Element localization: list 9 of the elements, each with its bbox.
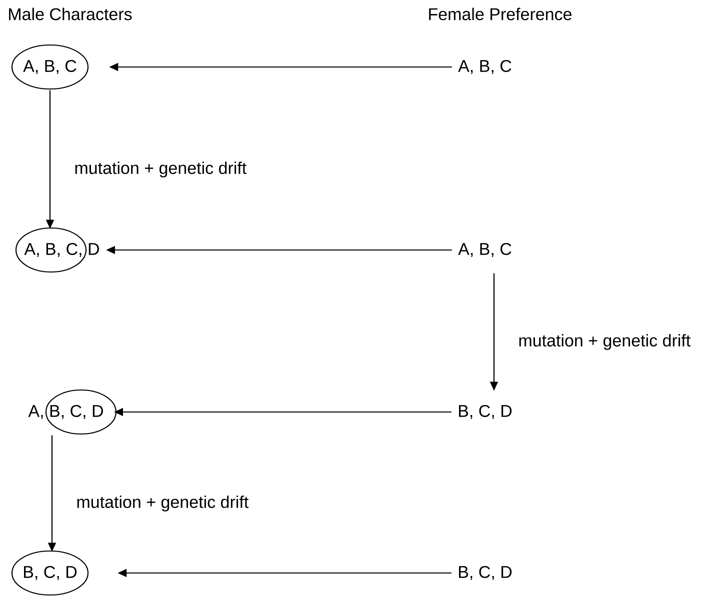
edge-label: mutation + genetic drift — [75, 162, 246, 178]
edge-label: mutation + genetic drift — [519, 334, 690, 350]
edge-label: mutation + genetic drift — [77, 496, 248, 512]
set-label: A, B, C — [458, 60, 512, 74]
column-heading: Male Characters — [9, 8, 132, 20]
set-label: B, C, D — [459, 566, 512, 580]
set-label: B, C, D — [459, 404, 512, 420]
set-label: A, B, C — [458, 242, 512, 258]
column-heading: Female Preference — [429, 8, 572, 20]
